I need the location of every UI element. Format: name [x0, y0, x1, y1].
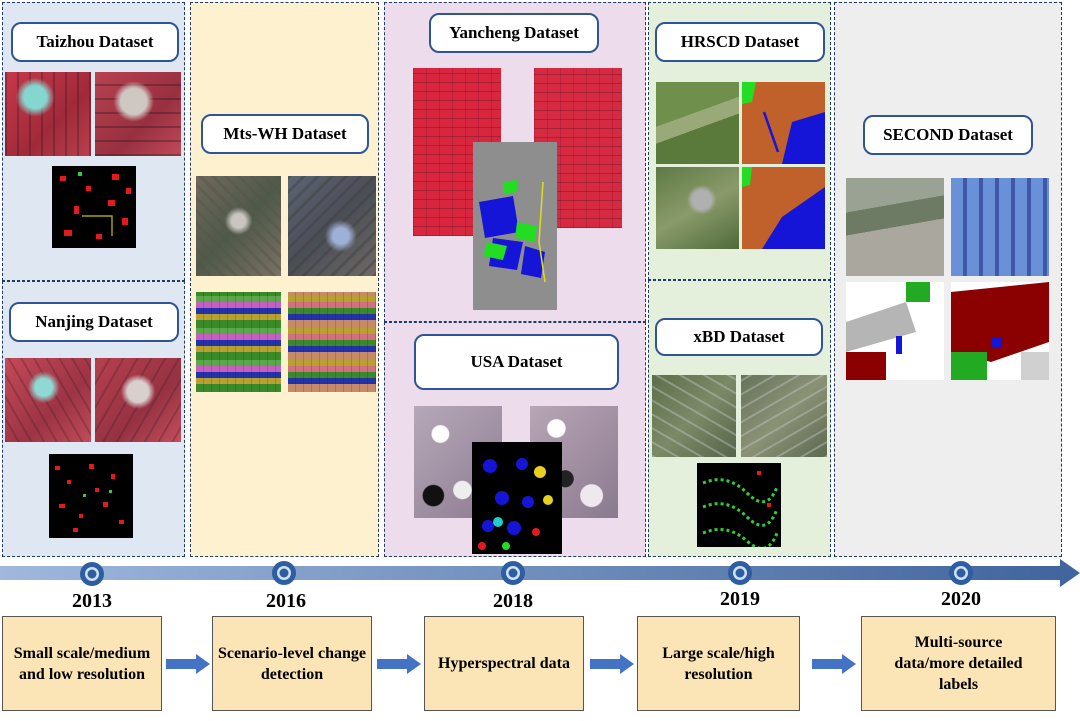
nanjing-image-t1 [5, 358, 91, 442]
hrscd-dataset-label: HRSCD Dataset [655, 22, 825, 62]
second-label-t2 [951, 282, 1049, 380]
year-2018: 2018 [493, 590, 533, 612]
panel-2016 [190, 2, 379, 557]
hrscd-label-a [742, 82, 825, 164]
description-2018: Hyperspectral data [424, 616, 584, 711]
hrscd-image-t1a [656, 82, 739, 164]
nanjing-image-t2 [95, 358, 181, 442]
mts-wh-image-t2 [288, 176, 376, 276]
usa-change-map [472, 442, 562, 554]
description-2016: Scenario-level change detection [212, 616, 372, 711]
nanjing-dataset-label: Nanjing Dataset [9, 302, 179, 342]
flow-arrow-2 [377, 654, 421, 674]
mts-wh-dataset-label: Mts-WH Dataset [201, 114, 369, 154]
flow-arrow-3 [590, 654, 634, 674]
year-2020: 2020 [941, 588, 981, 610]
second-dataset-label: SECOND Dataset [863, 115, 1033, 155]
xbd-image-post [741, 375, 827, 457]
usa-dataset-label: USA Dataset [414, 334, 619, 390]
taizhou-image-t1 [5, 72, 91, 156]
timeline-node-2018 [501, 561, 525, 585]
timeline-node-2013 [80, 562, 104, 586]
taizhou-change-map [52, 166, 136, 248]
xbd-image-pre [652, 375, 736, 457]
timeline-node-2019 [728, 561, 752, 585]
year-2013: 2013 [72, 590, 112, 612]
timeline-node-2016 [272, 561, 296, 585]
panel-2020 [834, 2, 1062, 557]
xbd-damage-map [697, 463, 781, 550]
yancheng-change-map [473, 142, 557, 310]
description-2020: Multi-source data/more detailed labels [861, 616, 1056, 711]
description-2013: Small scale/medium and low resolution [2, 616, 162, 711]
hrscd-label-b [742, 167, 825, 249]
hrscd-image-t1b [656, 167, 739, 249]
timeline-node-2020 [949, 561, 973, 585]
mts-wh-label-map-t2 [288, 292, 376, 392]
second-label-t1 [846, 282, 944, 380]
flow-arrow-1 [166, 654, 210, 674]
taizhou-dataset-label: Taizhou Dataset [11, 22, 179, 62]
mts-wh-label-map-t1 [196, 292, 281, 392]
timeline-arrow [0, 559, 1080, 587]
second-image-t1 [846, 178, 944, 276]
second-image-t2 [951, 178, 1049, 276]
mts-wh-image-t1 [196, 176, 281, 276]
nanjing-change-map [49, 454, 133, 538]
taizhou-image-t2 [95, 72, 181, 156]
year-2016: 2016 [266, 590, 306, 612]
flow-arrow-4 [812, 654, 856, 674]
description-2019: Large scale/high resolution [637, 616, 800, 711]
year-2019: 2019 [720, 588, 760, 610]
xbd-dataset-label: xBD Dataset [655, 318, 823, 356]
yancheng-dataset-label: Yancheng Dataset [429, 13, 599, 53]
